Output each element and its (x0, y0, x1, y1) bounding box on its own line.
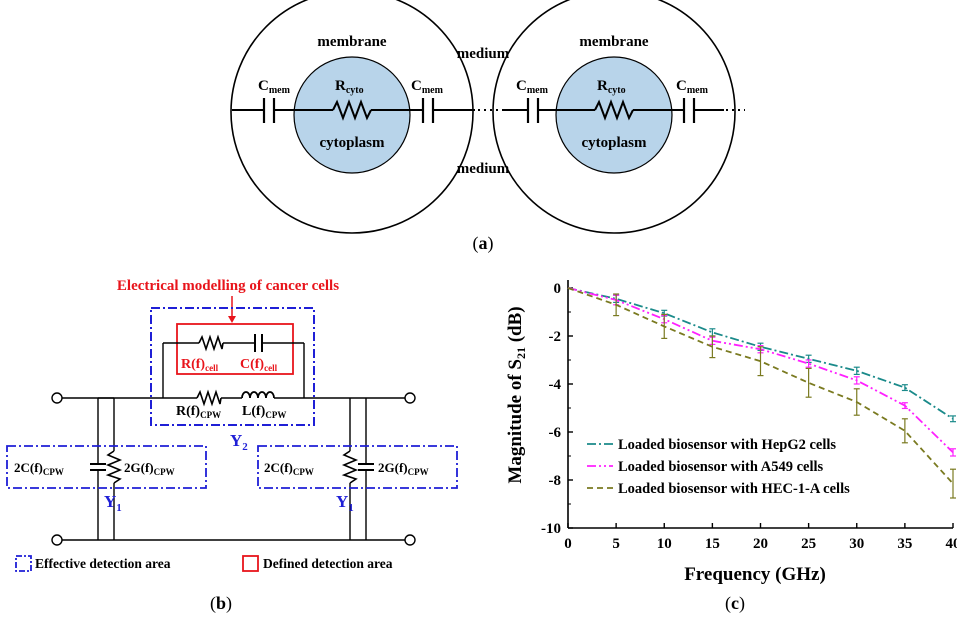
y-tick-label: -10 (541, 521, 561, 537)
cpw-inductor (241, 391, 275, 399)
panel-b-circuit: Electrical modelling of cancer cells (6, 278, 458, 614)
circuit-wires (62, 342, 405, 541)
right-2g-cpw-label: 2G(f)CPW (378, 460, 429, 477)
left-shunt-cap-gap (92, 465, 104, 469)
c-mem-label-3: Cmem (516, 78, 549, 96)
defined-detection-area-box (176, 323, 294, 375)
panel-c-chart: 0 5 10 15 20 25 30 35 40 0 -2 -4 -6 -8 -10 Loaded bios… (505, 280, 957, 614)
legend-effective-swatch (15, 555, 32, 572)
right-cytoplasm-circle (555, 56, 673, 174)
cpw-resistor (196, 389, 222, 407)
left-shunt-conductance (105, 450, 123, 484)
medium-label-top: medium (457, 46, 510, 62)
x-tick-label: 15 (705, 536, 720, 552)
panel-a-caption: (a) (473, 233, 494, 254)
title-arrow-head (228, 316, 236, 323)
chart-axes: 0 5 10 15 20 25 30 35 40 0 -2 -4 -6 -8 -10 (541, 280, 957, 552)
cytoplasm-label-right: cytoplasm (582, 135, 648, 151)
x-tick-label: 30 (849, 536, 864, 552)
legend-defined-swatch (242, 555, 259, 572)
y1-right-label: Y1 (336, 492, 354, 514)
left-cell-membrane-circle (230, 0, 474, 234)
x-tick-label: 40 (946, 536, 957, 552)
right-shunt-conductance (341, 450, 359, 484)
c-mem-label-1: Cmem (258, 78, 291, 96)
medium-label-bottom: medium (457, 161, 510, 177)
y1-right-box (257, 445, 458, 489)
r-cyto-label-left: Rcyto (335, 78, 364, 96)
x-tick-label: 10 (657, 536, 672, 552)
x-tick-label: 0 (564, 536, 572, 552)
c-mem-label-2: Cmem (411, 78, 444, 96)
legend-effective-label: Effective detection area (35, 556, 171, 571)
right-cell-membrane-circle (492, 0, 736, 234)
y2-label: Y2 (230, 431, 248, 453)
l-cpw-label: L(f)CPW (242, 404, 286, 420)
y-tick-label: -4 (549, 377, 562, 393)
c-cell-label: C(f)cell (240, 357, 278, 373)
cell-resistor (198, 334, 224, 352)
chart-legend: Loaded biosensor with HepG2 cellsLoaded … (587, 437, 850, 497)
membrane-capacitor-1 (262, 98, 276, 123)
y2-effective-area-box (150, 307, 315, 426)
panel-a-cell-model: membrane membrane medium medium cytoplas… (230, 0, 745, 254)
terminal-top-right (404, 392, 416, 404)
membrane-capacitor-4 (682, 98, 696, 123)
x-tick-label: 5 (612, 536, 620, 552)
right-2c-cpw-label: 2C(f)CPW (264, 460, 314, 477)
left-2g-cpw-label: 2G(f)CPW (124, 460, 175, 477)
legend-label-1: Loaded biosensor with HepG2 cells (618, 437, 836, 453)
legend-defined-label: Defined detection area (263, 556, 393, 571)
right-shunt-cap-gap (360, 465, 372, 469)
chart-series (567, 287, 956, 499)
cancer-cell-model-title: Electrical modelling of cancer cells (117, 278, 339, 294)
legend-label-2: Loaded biosensor with A549 cells (618, 459, 824, 475)
terminal-bottom-right (404, 534, 416, 546)
c-mem-label-4: Cmem (676, 78, 709, 96)
x-tick-label: 20 (753, 536, 768, 552)
x-tick-label: 25 (801, 536, 816, 552)
legend-label-3: Loaded biosensor with HEC-1-A cells (618, 481, 850, 497)
r-cell-label: R(f)cell (181, 357, 219, 373)
x-axis-title: Frequency (GHz) (684, 564, 826, 585)
right-shunt-capacitor (358, 463, 374, 471)
left-cytoplasm-circle (293, 56, 411, 174)
terminal-top-left (51, 392, 63, 404)
cell-capacitor (254, 334, 263, 352)
x-tick-label: 35 (897, 536, 912, 552)
y-tick-label: 0 (554, 281, 562, 297)
left-2c-cpw-label: 2C(f)CPW (14, 460, 64, 477)
y-tick-label: -8 (549, 473, 562, 489)
left-shunt-capacitor (90, 463, 106, 471)
panel-b-caption: (b) (210, 593, 232, 614)
y1-left-box (6, 445, 207, 489)
cytoplasm-label-left: cytoplasm (320, 135, 386, 151)
series-line-3 (567, 287, 954, 485)
y-tick-label: -6 (549, 425, 562, 441)
y1-left-label: Y1 (104, 492, 122, 514)
membrane-label-left: membrane (317, 34, 386, 50)
cytoplasm-resistor-2 (594, 99, 634, 121)
membrane-capacitor-3 (526, 98, 540, 123)
terminal-bottom-left (51, 534, 63, 546)
y-tick-label: -2 (549, 329, 562, 345)
r-cpw-label: R(f)CPW (176, 404, 221, 420)
membrane-capacitor-2 (421, 98, 435, 123)
panel-c-caption: (c) (725, 593, 745, 614)
cytoplasm-resistor-1 (332, 99, 372, 121)
membrane-label-right: membrane (579, 34, 648, 50)
y-axis-title: Magnitude of S21 (dB) (505, 306, 528, 483)
r-cyto-label-right: Rcyto (597, 78, 626, 96)
